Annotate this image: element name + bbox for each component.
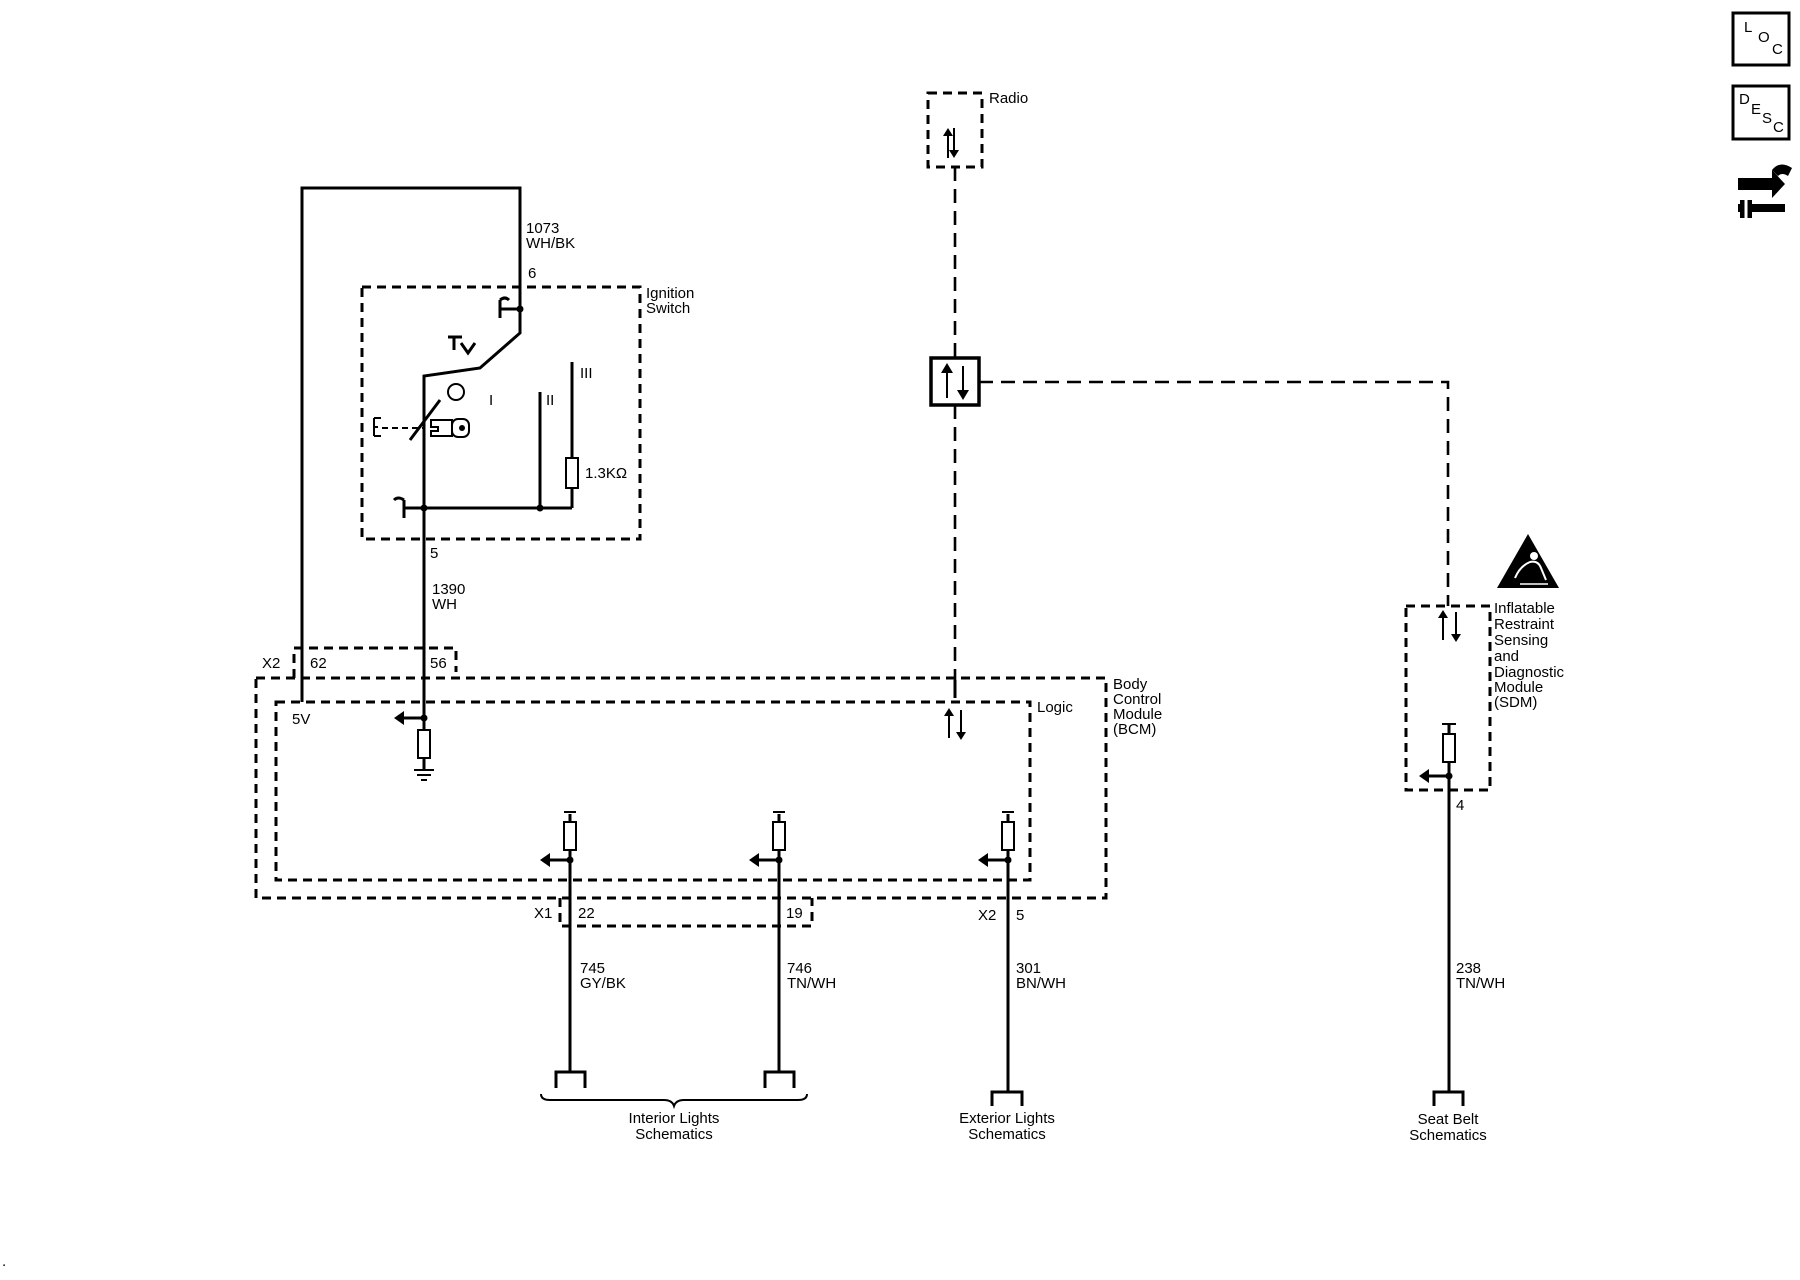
ignition-switch: 1073 WH/BK 6 Ignition Switch I II III 1. [300, 186, 694, 738]
loc-button[interactable]: L O C [1731, 11, 1791, 67]
ignition-resistor [565, 457, 579, 489]
key-icon [430, 418, 470, 438]
switch-position-marker [447, 383, 465, 401]
bcm-pin-22: 22 [578, 905, 595, 922]
radio-label: Radio [989, 90, 1028, 107]
airbag-warning-icon [1497, 534, 1559, 588]
wire-301-color: BN/WH [1016, 975, 1066, 992]
wire-745: 745 GY/BK [554, 870, 626, 1088]
wire-1073 [300, 186, 522, 702]
bcm-data-arrows-icon [944, 708, 966, 740]
bcm-pin-19: 19 [786, 905, 803, 922]
loc-letter-o: O [1758, 29, 1770, 46]
serial-data-network: Radio [926, 90, 1450, 698]
bcm-label-4: (BCM) [1113, 721, 1156, 738]
sdm-label-3: Sensing [1494, 632, 1548, 649]
bcm-5v-label: 5V [292, 711, 310, 728]
bcm-logic-box [274, 700, 1032, 882]
bcm-pin-5: 5 [1016, 907, 1024, 924]
seat-belt-label-1: Seat Belt [1418, 1111, 1480, 1128]
wire-238-circuit: 238 [1456, 960, 1481, 977]
wire-746-color: TN/WH [787, 975, 836, 992]
wire-1073-circuit: 1073 [526, 220, 559, 237]
ignition-label-2: Switch [646, 300, 690, 317]
wire-1390-circuit: 1390 [432, 581, 465, 598]
position-iii: III [580, 365, 593, 382]
sdm-data-arrows-icon [1438, 610, 1461, 642]
connector-end-746 [763, 1070, 796, 1088]
bcm-label-1: Body [1113, 676, 1148, 693]
ignition-label-1: Ignition [646, 285, 694, 302]
bcm-outer-box [254, 676, 1108, 900]
exterior-lights-label-1: Exterior Lights [959, 1110, 1055, 1127]
ground-icon [414, 769, 434, 781]
desc-letter-d: D [1739, 91, 1750, 108]
wire-1073-color: WH/BK [526, 235, 575, 252]
interior-lights-brace [540, 1093, 808, 1110]
desc-letter-c: C [1773, 119, 1784, 136]
bcm-x1-label: X1 [534, 905, 552, 922]
wire-745-circuit: 745 [580, 960, 605, 977]
wire-745-color: GY/BK [580, 975, 626, 992]
ignition-pin-5: 5 [430, 545, 438, 562]
seat-belt-label-2: Schematics [1409, 1127, 1487, 1144]
output-driver-5 [978, 811, 1015, 870]
wire-301: 301 BN/WH [990, 870, 1066, 1106]
bcm-x2-bottom-label: X2 [978, 907, 996, 924]
wire-301-circuit: 301 [1016, 960, 1041, 977]
sdm-module: Inflatable Restraint Sensing and Diagnos… [1404, 534, 1565, 814]
wire-746-circuit: 746 [787, 960, 812, 977]
sdm-label-1: Inflatable [1494, 600, 1555, 617]
ignition-resistor-value: 1.3KΩ [585, 465, 627, 482]
bcm-x2-top-label: X2 [262, 655, 280, 672]
wire-1390-color: WH [432, 596, 457, 613]
ignition-pin-6: 6 [528, 265, 536, 282]
sdm-label-2: Restraint [1494, 616, 1555, 633]
bcm-label-2: Control [1113, 691, 1161, 708]
sdm-box [1404, 604, 1492, 792]
ignition-switch-box [360, 285, 642, 541]
connector-end-238 [1432, 1090, 1465, 1106]
body-control-module: X2 62 56 Body Control Module (BCM) Logic… [254, 646, 1162, 928]
sdm-label-6: Module [1494, 679, 1543, 696]
interior-lights-label-2: Schematics [635, 1126, 713, 1143]
position-ii: II [546, 392, 554, 409]
desc-letter-e: E [1751, 101, 1761, 118]
bcm-label-3: Module [1113, 706, 1162, 723]
output-driver-19 [749, 811, 786, 870]
wire-238: 238 TN/WH [1432, 776, 1505, 1106]
bcm-x1-connector [558, 898, 814, 928]
bcm-pin-62: 62 [310, 655, 327, 672]
splice-pack [929, 356, 981, 407]
interior-lights-label-1: Interior Lights [629, 1110, 720, 1127]
bcm-logic-label: Logic [1037, 699, 1073, 716]
position-i: I [489, 392, 493, 409]
corner-mark: . [2, 1253, 6, 1270]
connector-end-745 [554, 1070, 587, 1088]
wire-238-color: TN/WH [1456, 975, 1505, 992]
output-driver-22 [540, 811, 577, 870]
sdm-pin-4: 4 [1456, 797, 1464, 814]
loc-letter-l: L [1744, 19, 1752, 36]
sdm-label-7: (SDM) [1494, 694, 1537, 711]
connector-end-view-icon[interactable] [1730, 160, 1796, 226]
exterior-lights-label-2: Schematics [968, 1126, 1046, 1143]
desc-letter-s: S [1762, 110, 1772, 127]
wire-746: 746 TN/WH [763, 870, 836, 1088]
radio-data-arrows-icon [943, 128, 959, 158]
sdm-label-5: Diagnostic [1494, 664, 1565, 681]
bcm-pin-56: 56 [430, 655, 447, 672]
connector-end-301 [990, 1090, 1024, 1106]
desc-button[interactable]: D E S C [1731, 84, 1791, 141]
splice-data-arrows-icon [941, 363, 969, 400]
loc-letter-c: C [1772, 41, 1783, 58]
sdm-label-4: and [1494, 648, 1519, 665]
bcm-x2-top-connector [292, 646, 458, 678]
